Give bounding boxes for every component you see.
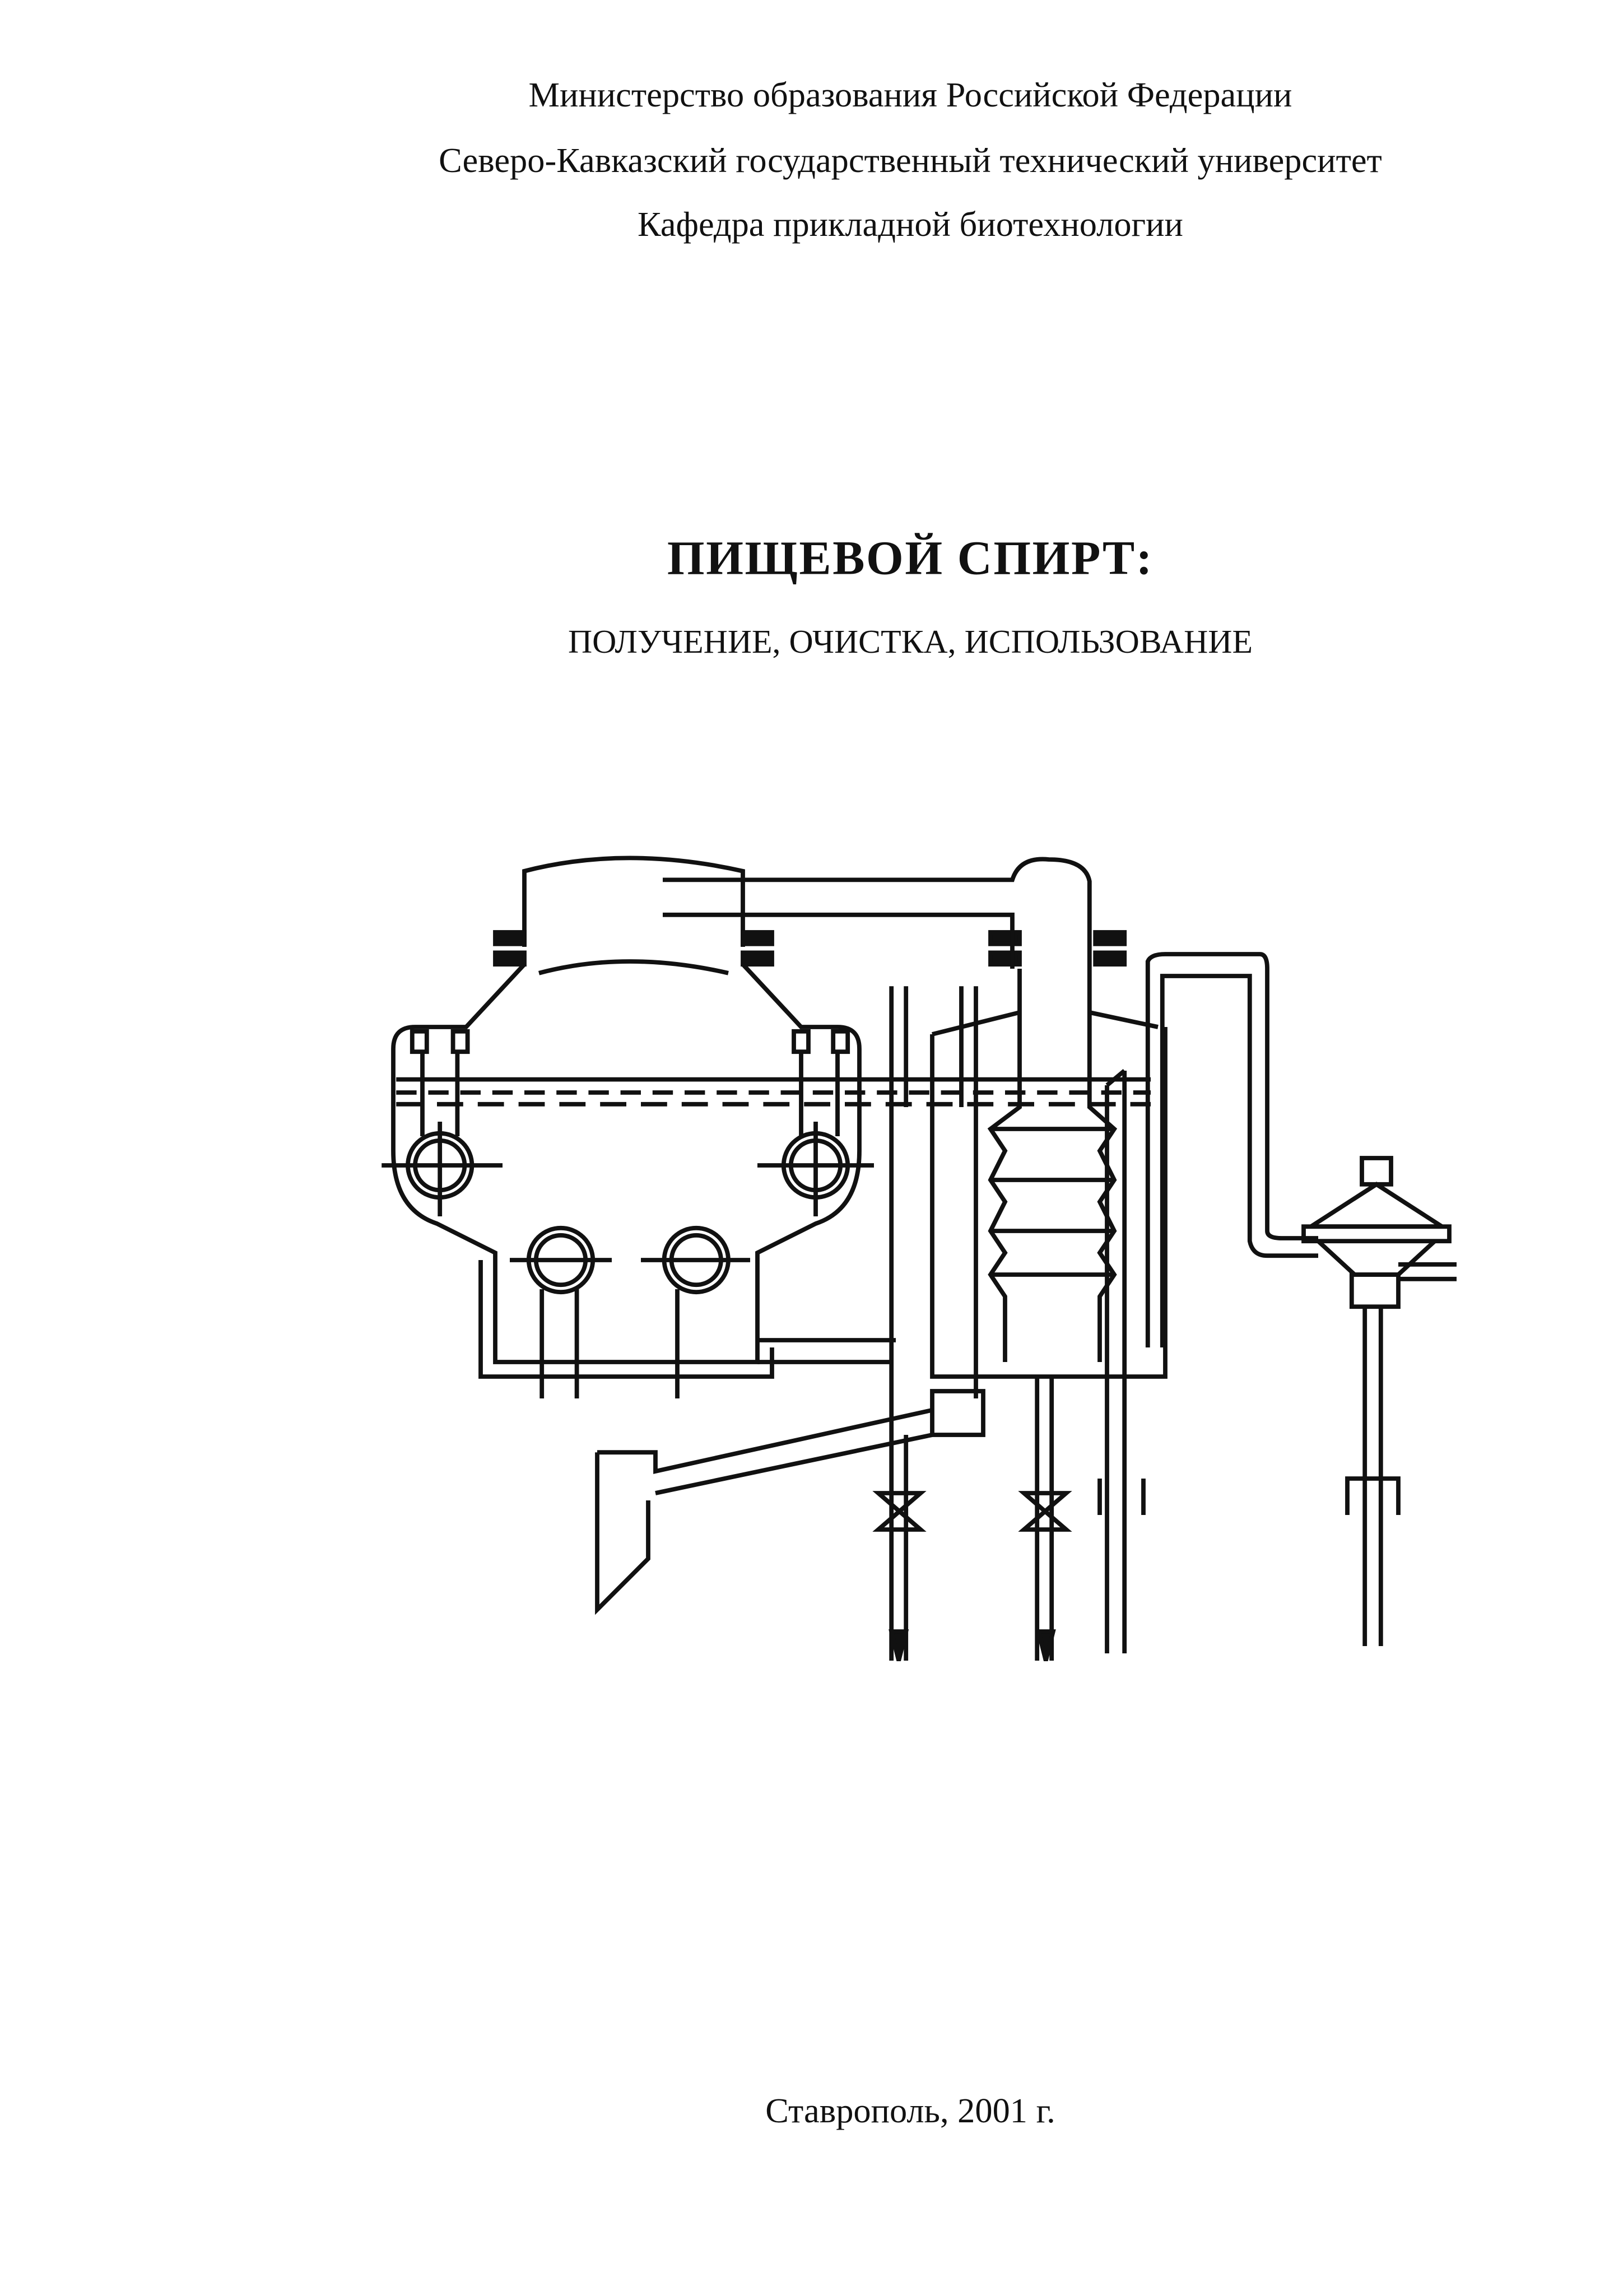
document-title: ПИЩЕВОЙ СПИРТ: bbox=[667, 533, 1154, 586]
valve-right bbox=[1018, 1491, 1072, 1532]
heater-coil-bottom-left bbox=[526, 1225, 596, 1398]
valve-left bbox=[872, 1491, 927, 1532]
liquid-level bbox=[396, 1077, 1151, 1107]
condenser-pipe bbox=[1145, 952, 1318, 1347]
vapor-pipe bbox=[662, 857, 1092, 969]
university-line: Северо-Кавказский государственный технич… bbox=[439, 142, 1382, 181]
publication-place-year: Ставрополь, 2001 г. bbox=[765, 2093, 1055, 2131]
heater-coil-bottom-right bbox=[662, 1225, 731, 1398]
dome bbox=[522, 856, 745, 947]
arrow-left bbox=[889, 1629, 909, 1661]
document-subtitle: ПОЛУЧЕНИЕ, ОЧИСТКА, ИСПОЛЬЗОВАНИЕ bbox=[568, 623, 1253, 660]
arrow-right bbox=[1035, 1629, 1056, 1661]
ministry-line: Министерство образования Российской Феде… bbox=[528, 77, 1292, 115]
department-line: Кафедра прикладной биотехнологии bbox=[638, 207, 1183, 245]
pressure-regulator bbox=[1301, 1156, 1457, 1646]
hydraulic-seal bbox=[595, 1407, 933, 1615]
rectification-column bbox=[987, 968, 1118, 1362]
boiler-vessel bbox=[391, 963, 862, 1364]
